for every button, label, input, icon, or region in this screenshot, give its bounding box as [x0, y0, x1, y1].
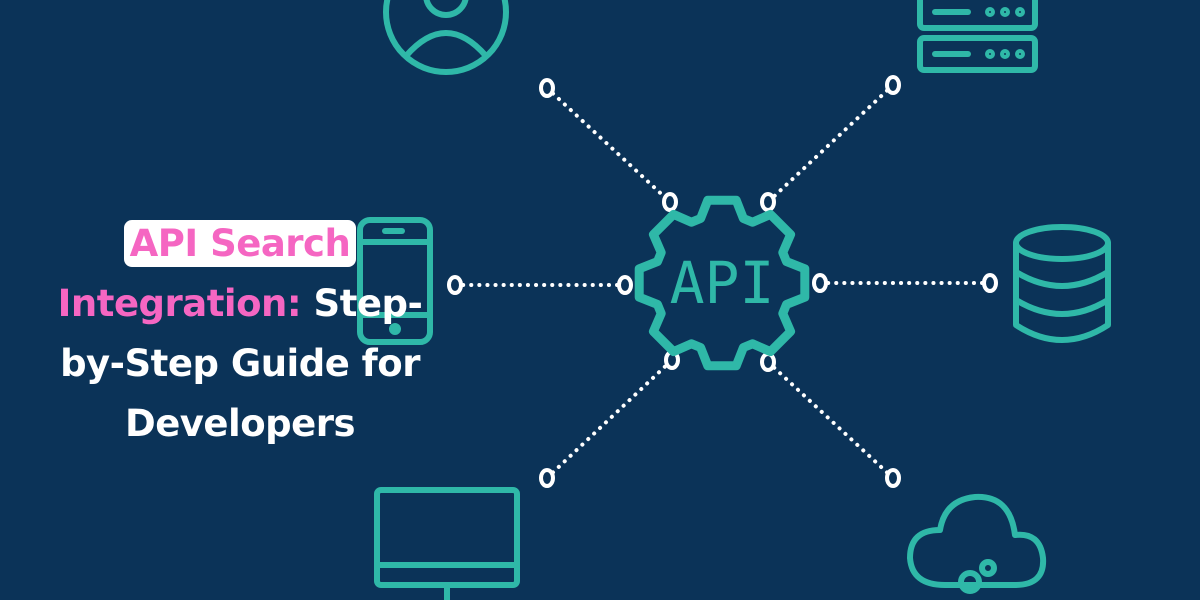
- dotted-connector: [545, 86, 672, 204]
- connector-node: [885, 75, 901, 95]
- dotted-connector: [766, 360, 895, 480]
- connector-lines: [447, 75, 998, 488]
- monitor-icon: [374, 487, 520, 600]
- api-gear-icon: API: [634, 195, 810, 371]
- smartphone-icon: [357, 217, 433, 345]
- page-title: API Search Integration: Step- by-Step Gu…: [40, 214, 440, 454]
- connector-node: [982, 273, 998, 293]
- dotted-connector: [545, 358, 674, 480]
- title-line: Developers: [125, 402, 355, 445]
- title-highlight: API Search: [123, 220, 357, 267]
- connector-node: [617, 275, 633, 295]
- connector-node: [539, 468, 555, 488]
- connector-node: [662, 192, 678, 212]
- title-line: by-Step Guide for: [60, 342, 420, 385]
- connector-node: [760, 192, 776, 212]
- connector-node: [885, 468, 901, 488]
- api-label: API: [670, 249, 775, 317]
- server-icon: [917, 0, 1038, 73]
- database-icon: [1013, 224, 1111, 343]
- connector-node: [447, 275, 463, 295]
- title-text: Step-: [301, 282, 423, 325]
- connector-node: [760, 352, 776, 372]
- dotted-connector: [766, 83, 895, 204]
- title-pink-text: Integration:: [57, 282, 302, 325]
- cloud-gears-icon: [907, 493, 1047, 594]
- connector-node: [812, 273, 828, 293]
- connector-node: [539, 78, 555, 98]
- user-icon: [383, 0, 509, 75]
